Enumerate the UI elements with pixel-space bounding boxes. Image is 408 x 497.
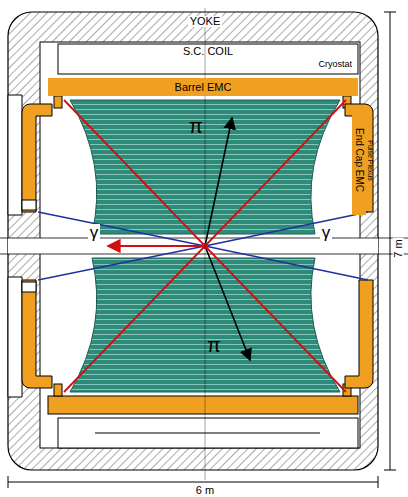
node-label: End Cap EMC (353, 128, 365, 192)
yoke-label: YOKE (188, 16, 223, 27)
photon-label: γ (88, 224, 101, 241)
barrel-emc-bottom (48, 96, 358, 414)
dimension-label: 7 m (393, 237, 404, 259)
node-label: Barrel EMC (175, 80, 232, 94)
dimensions (8, 12, 396, 488)
cryostat (58, 44, 358, 448)
endcap-emc-band: End Cap EMC (352, 105, 366, 215)
cryostat-box: S.C. COIL Cryostat (58, 44, 358, 74)
endcap-sub-label: Pulse Plexus (367, 140, 374, 180)
barrel-emc-band: Barrel EMC (48, 78, 358, 96)
dimension-label: 6 m (194, 485, 216, 496)
yoke (0, 12, 408, 470)
particle-label: π (207, 335, 221, 355)
particle-label: π (189, 116, 203, 136)
tracks (38, 8, 368, 480)
photon-label: γ (320, 224, 333, 241)
node-label: S.C. COIL (183, 44, 233, 58)
node-label: Cryostat (318, 58, 352, 70)
